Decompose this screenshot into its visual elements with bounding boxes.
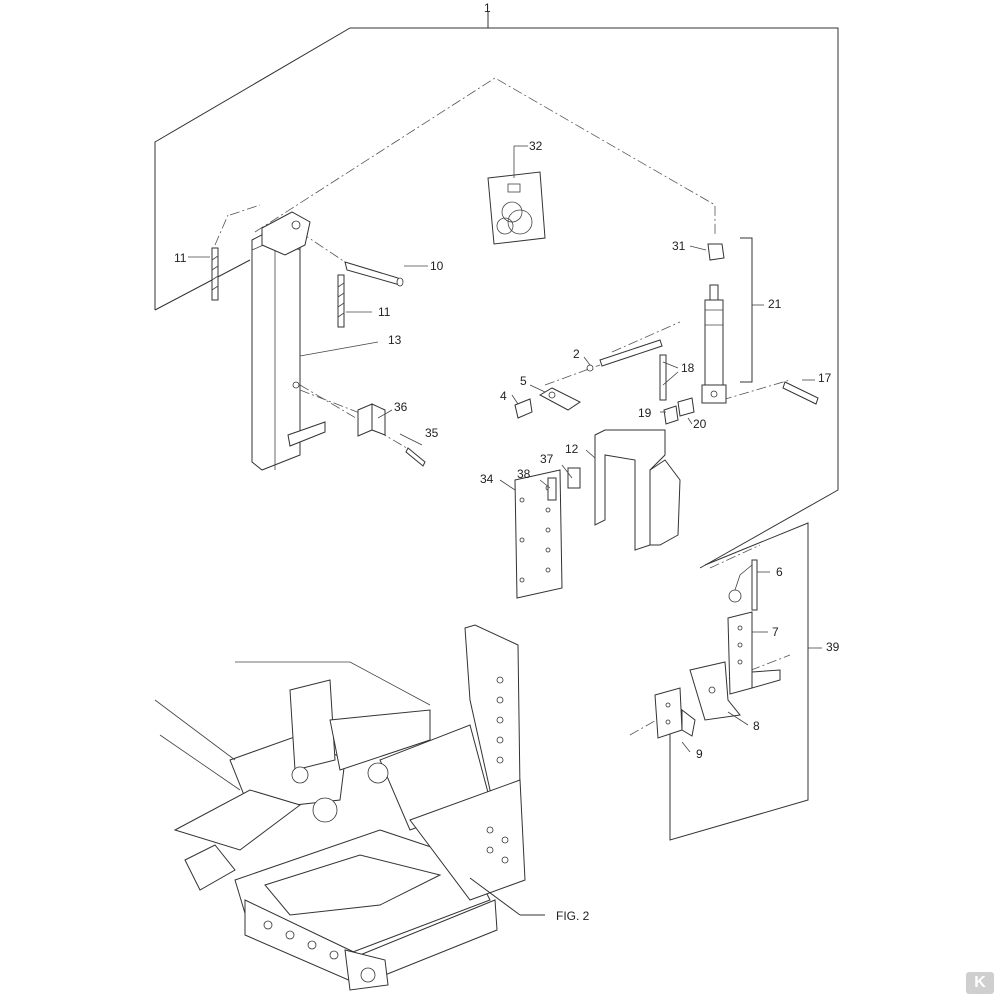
callout-10: 10 bbox=[430, 259, 444, 273]
callout-labels: 1 2 4 5 6 7 8 9 10 11 11 12 13 17 18 19 … bbox=[174, 1, 840, 923]
callout-32: 32 bbox=[529, 139, 543, 153]
callout-38: 38 bbox=[517, 467, 531, 481]
callout-34: 34 bbox=[480, 472, 494, 486]
part-fittings bbox=[514, 364, 594, 419]
callout-17: 17 bbox=[818, 371, 832, 385]
callout-9: 9 bbox=[696, 747, 703, 761]
kit-boundary bbox=[669, 522, 809, 841]
callout-12: 12 bbox=[565, 442, 579, 456]
callout-8: 8 bbox=[753, 719, 760, 733]
callout-4: 4 bbox=[500, 389, 507, 403]
part-pin-chain bbox=[728, 559, 758, 611]
part-cylinder bbox=[701, 237, 753, 404]
callout-7: 7 bbox=[772, 625, 779, 639]
callout-31: 31 bbox=[672, 239, 686, 253]
figure-reference: FIG. 2 bbox=[556, 909, 590, 923]
callout-18: 18 bbox=[681, 361, 695, 375]
callout-13: 13 bbox=[388, 333, 402, 347]
assembly-boundary bbox=[154, 12, 839, 569]
part-elbow-fittings bbox=[663, 397, 695, 425]
part-bracket bbox=[357, 403, 386, 437]
callout-39: 39 bbox=[826, 640, 840, 654]
part-small-plate bbox=[654, 687, 696, 739]
part-mounting-plate bbox=[514, 467, 581, 599]
part-vertical-bracket bbox=[594, 429, 681, 551]
part-angle-bracket bbox=[689, 661, 741, 721]
part-seal-kit bbox=[487, 171, 546, 245]
callout-19: 19 bbox=[638, 406, 652, 420]
callout-11-left: 11 bbox=[174, 251, 187, 265]
callout-35: 35 bbox=[425, 426, 439, 440]
callout-11-right: 11 bbox=[378, 305, 391, 319]
callout-5: 5 bbox=[520, 374, 527, 388]
callout-37: 37 bbox=[540, 452, 554, 466]
chassis-frame bbox=[154, 624, 545, 991]
part-threaded-rod bbox=[599, 339, 667, 401]
callout-1: 1 bbox=[484, 1, 491, 15]
brand-logo-icon: K bbox=[966, 972, 994, 994]
part-column bbox=[251, 211, 326, 471]
part-screws bbox=[211, 247, 345, 328]
callout-2: 2 bbox=[573, 347, 580, 361]
part-nut bbox=[707, 243, 725, 261]
part-bolt bbox=[405, 447, 426, 467]
part-pin bbox=[344, 261, 404, 287]
part-hitch-plate bbox=[727, 611, 781, 695]
callout-21: 21 bbox=[768, 297, 782, 311]
assembly-guide-lines bbox=[214, 77, 791, 736]
callout-20: 20 bbox=[693, 417, 707, 431]
leader-lines bbox=[188, 145, 822, 753]
callout-6: 6 bbox=[776, 565, 783, 579]
part-pin-17 bbox=[782, 381, 819, 405]
callout-36: 36 bbox=[394, 400, 408, 414]
